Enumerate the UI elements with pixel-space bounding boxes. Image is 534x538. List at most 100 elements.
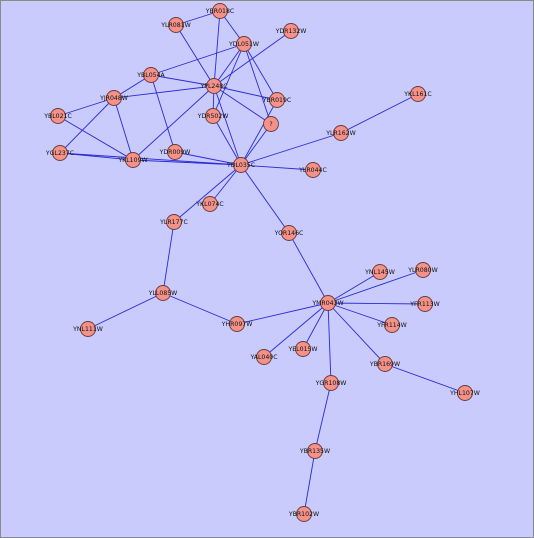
edge-YJR048W-YGL237C — [59, 97, 115, 154]
node-circle[interactable] — [384, 317, 400, 333]
node-YGL237C[interactable]: YGL237C — [45, 145, 74, 161]
node-circle[interactable] — [377, 356, 393, 372]
node-YAL040C[interactable]: YAL040C — [249, 349, 278, 365]
node-YOR146C[interactable]: YOR146C — [274, 225, 304, 241]
node-YBR018C[interactable]: YBR018C — [205, 3, 234, 19]
node-label: YBR102W — [288, 511, 319, 518]
node-YDR009W[interactable]: YDR009W — [159, 144, 191, 160]
node-circle[interactable] — [256, 349, 272, 365]
node-circle[interactable] — [229, 316, 245, 332]
node-circle[interactable] — [143, 67, 159, 83]
node-YFR113W[interactable]: YFR113W — [409, 296, 440, 312]
node-YFR114W[interactable]: YFR114W — [376, 317, 407, 333]
node-circle[interactable] — [417, 296, 433, 312]
node-circle[interactable] — [320, 295, 336, 311]
node-circle[interactable] — [167, 144, 183, 160]
node-circle[interactable] — [372, 264, 388, 280]
node-circle[interactable] — [52, 145, 68, 161]
node-YLR081W[interactable]: YLR081W — [160, 17, 191, 33]
node-label: YLR080W — [407, 267, 437, 274]
node-label: YBR018C — [205, 8, 234, 15]
node-YKL074C[interactable]: YKL074C — [195, 196, 224, 212]
node-circle[interactable] — [80, 321, 96, 337]
node-circle[interactable] — [296, 506, 312, 522]
edge-YDR009W-YDL035C — [174, 151, 242, 166]
node-circle[interactable] — [106, 90, 122, 106]
node-YHR097W[interactable]: YHR097W — [221, 316, 253, 332]
edge-YBL021C-YKL109W — [57, 115, 134, 161]
node-YEL015W[interactable]: YEL015W — [287, 341, 318, 357]
node-circle[interactable] — [205, 108, 221, 124]
node-circle[interactable] — [263, 116, 279, 132]
node-YMR043W[interactable]: YMR043W — [311, 295, 344, 311]
edge-YMR043W-YAL040C — [263, 302, 329, 358]
node-circle[interactable] — [305, 162, 321, 178]
node-YLR080W[interactable]: YLR080W — [407, 262, 438, 278]
edge-YMR043W-YGR108W — [327, 302, 332, 384]
node-circle[interactable] — [323, 375, 339, 391]
node-YPL248C[interactable]: YPL248C — [199, 78, 228, 94]
node-label: YKL109W — [117, 157, 147, 164]
node-label: ? — [269, 121, 272, 128]
node-label: YDR502W — [197, 113, 229, 120]
node-YBR019C[interactable]: YBR019C — [262, 92, 291, 108]
edge-YKL109W-YDL035C — [132, 159, 242, 166]
edge-YDL035C-YLR044C — [240, 164, 314, 171]
node-YDL051W[interactable]: YDL051W — [228, 36, 259, 52]
node-circle[interactable] — [212, 3, 228, 19]
node-YBL021C[interactable]: YBL021C — [43, 108, 72, 124]
node-label: YJR048W — [99, 95, 128, 102]
node-circle[interactable] — [166, 214, 182, 230]
node-YBL054A[interactable]: YBL054A — [136, 67, 166, 83]
node-YKL109W[interactable]: YKL109W — [117, 152, 148, 168]
node-label: YKL074C — [195, 201, 223, 208]
node-circle[interactable] — [125, 152, 141, 168]
node-label: YDL051W — [228, 41, 259, 48]
node-circle[interactable] — [50, 108, 66, 124]
edge-YLL085W-YNL111W — [87, 292, 164, 330]
node-YBR169W[interactable]: YBR169W — [369, 356, 400, 372]
node-?[interactable]: ? — [263, 116, 279, 132]
node-circle[interactable] — [202, 196, 218, 212]
node-YDL035C[interactable]: YDL035C — [226, 157, 255, 173]
node-YNL111W[interactable]: YNL111W — [72, 321, 103, 337]
node-label: YEL015W — [287, 346, 317, 353]
node-circle[interactable] — [457, 385, 473, 401]
node-YHL107W[interactable]: YHL107W — [449, 385, 480, 401]
edge-YKL109W-YPL248C — [132, 85, 215, 161]
node-circle[interactable] — [410, 86, 426, 102]
node-YDR132W[interactable]: YDR132W — [275, 23, 307, 39]
node-circle[interactable] — [281, 225, 297, 241]
node-YLR177C[interactable]: YLR177C — [159, 214, 188, 230]
node-circle[interactable] — [415, 262, 431, 278]
node-YLR162W[interactable]: YLR162W — [325, 125, 356, 141]
node-YBR102W[interactable]: YBR102W — [288, 506, 319, 522]
node-circle[interactable] — [283, 23, 299, 39]
node-YKL161C[interactable]: YKL161C — [403, 86, 432, 102]
node-circle[interactable] — [236, 36, 252, 52]
node-circle[interactable] — [269, 92, 285, 108]
edge-YDL035C-YBR019C — [240, 99, 278, 166]
edge-YKL161C-YLR162W — [340, 93, 419, 134]
node-YNL145W[interactable]: YNL145W — [364, 264, 395, 280]
node-circle[interactable] — [233, 157, 249, 173]
node-circle[interactable] — [155, 285, 171, 301]
node-YBR135W[interactable]: YBR135W — [299, 443, 330, 459]
node-YLL085W[interactable]: YLL085W — [148, 285, 178, 301]
node-label: YOR146C — [274, 230, 304, 237]
node-YGR108W[interactable]: YGR108W — [315, 375, 347, 391]
node-YDR502W[interactable]: YDR502W — [197, 108, 229, 124]
edge-YDL035C-YOR146C — [240, 164, 290, 234]
node-circle[interactable] — [168, 17, 184, 33]
edge-YJR048W-YPL248C — [113, 85, 215, 99]
edge-YPL248C-? — [213, 85, 272, 125]
edge-YPL248C-YBR019C — [213, 85, 278, 101]
edge-YOR146C-YMR043W — [288, 232, 329, 304]
node-YJR048W[interactable]: YJR048W — [99, 90, 128, 106]
node-circle[interactable] — [333, 125, 349, 141]
node-YLR044C[interactable]: YLR044C — [298, 162, 327, 178]
node-circle[interactable] — [307, 443, 323, 459]
node-circle[interactable] — [206, 78, 222, 94]
node-circle[interactable] — [295, 341, 311, 357]
node-label: YBR019C — [262, 97, 291, 104]
